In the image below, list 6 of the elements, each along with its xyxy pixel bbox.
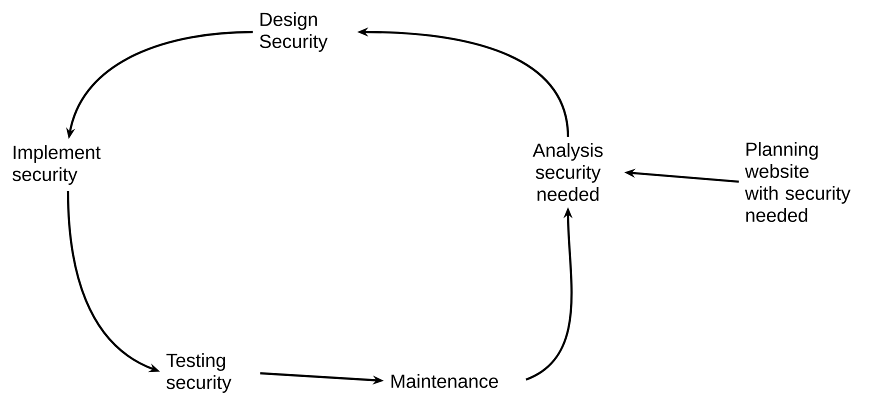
text-label: Implement security [12,145,101,185]
text-label: Analysis security needed [532,143,603,201]
text-label: Design Security [260,12,328,52]
text-label: Maintenance [392,374,498,388]
text-label: Planning website with security needed [744,142,851,222]
text-label: Testing security [166,353,232,393]
